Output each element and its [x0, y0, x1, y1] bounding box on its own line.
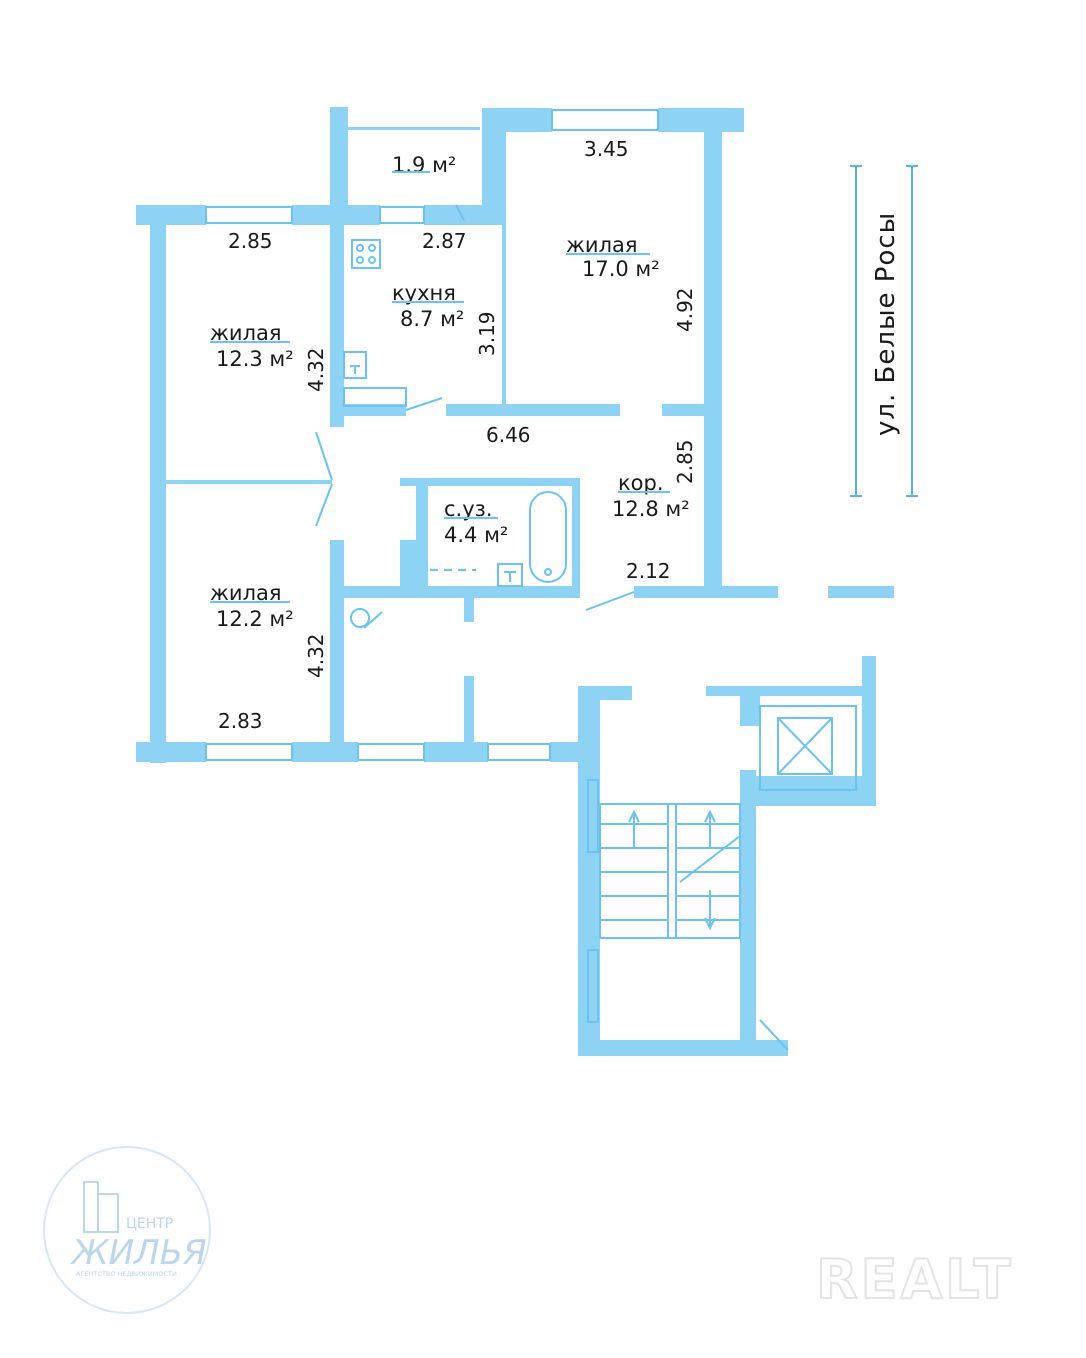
street-label: ул. Белые Росы [850, 165, 918, 497]
dim-top-left-width: 2.85 [228, 229, 273, 253]
elevator-icon [777, 717, 833, 775]
room-labels: 1.9 м² жилая 12.3 м² кухня 8.7 м² жилая … [210, 153, 690, 631]
bathroom-area: 4.4 м² [444, 523, 508, 547]
walls [136, 107, 894, 1056]
dim-corridor-length: 6.46 [486, 423, 531, 447]
dim-bottom-left-depth: 4.32 [304, 633, 328, 678]
doors [315, 204, 789, 1051]
living-top-right-area: 17.0 м² [582, 257, 660, 281]
dim-top-right-depth: 4.92 [673, 287, 697, 332]
corridor-area: 12.8 м² [612, 497, 690, 521]
agency-logo: ЦЕНТР ЖИЛЬЯ АГЕНТСТВО НЕДВИЖИМОСТИ [43, 1146, 211, 1314]
stairs [599, 803, 741, 939]
logo-line3: АГЕНТСТВО НЕДВИЖИМОСТИ [76, 1270, 177, 1278]
dimension-labels: 2.85 2.87 3.45 4.32 3.19 4.92 6.46 2.85 … [218, 137, 697, 733]
dim-corridor-depth: 2.85 [673, 439, 697, 484]
balcony-area: 1.9 м² [392, 153, 456, 177]
kitchen-sink-icon [343, 351, 367, 379]
realt-watermark: REALT [816, 1248, 1014, 1311]
washer-icon [350, 608, 383, 629]
kitchen-area: 8.7 м² [400, 307, 464, 331]
logo-line2: ЖИЛЬЯ [70, 1233, 207, 1273]
stove-icon [351, 239, 381, 269]
kitchen-counter [343, 387, 407, 407]
dim-bottom-left-width: 2.83 [218, 709, 263, 733]
dim-top-left-depth: 4.32 [304, 347, 328, 392]
dim-kitchen-depth: 3.19 [475, 311, 499, 356]
fixtures [343, 239, 833, 939]
windows [205, 109, 659, 1023]
dim-kitchen-width: 2.87 [422, 229, 467, 253]
logo-line1: ЦЕНТР [126, 1216, 173, 1232]
bathroom-sink-icon [497, 563, 523, 587]
dim-corridor-width: 2.12 [626, 559, 671, 583]
street-name: ул. Белые Росы [871, 212, 901, 436]
dim-top-right-width: 3.45 [584, 137, 629, 161]
living-top-left-area: 12.3 м² [216, 347, 294, 371]
living-bottom-left-area: 12.2 м² [216, 607, 294, 631]
bathtub-icon [529, 491, 567, 583]
